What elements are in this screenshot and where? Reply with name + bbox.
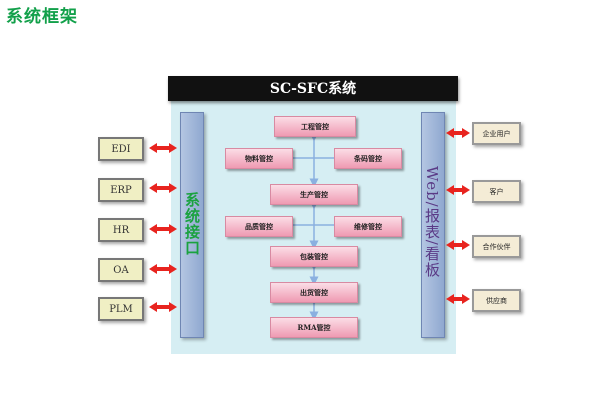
arrow-partners xyxy=(446,240,470,250)
arrow-erp xyxy=(149,183,177,193)
module-packaging: 包装管控 xyxy=(270,246,358,267)
module-quality: 品质管控 xyxy=(225,216,293,237)
module-production: 生产管控 xyxy=(270,184,358,205)
external-system-oa: OA xyxy=(98,258,144,282)
module-barcode: 条码管控 xyxy=(334,148,402,169)
external-system-erp: ERP xyxy=(98,178,144,202)
arrow-hr xyxy=(149,224,177,234)
arrow-edi xyxy=(149,143,177,153)
left-interface-label: 系统接口 xyxy=(183,192,201,256)
arrow-suppliers xyxy=(446,294,470,304)
module-engineering: 工程管控 xyxy=(274,116,356,137)
arrow-oa xyxy=(149,264,177,274)
external-party-enterprise-users: 企业用户 xyxy=(472,122,521,145)
arrow-enterprise-users xyxy=(446,128,470,138)
external-system-plm: PLM xyxy=(98,297,144,321)
module-rma: RMA管控 xyxy=(270,317,358,338)
external-party-customers: 客户 xyxy=(472,180,521,203)
external-system-edi: EDI xyxy=(98,137,144,161)
external-party-suppliers: 供应商 xyxy=(472,289,521,312)
system-header xyxy=(168,76,458,101)
left-interface-bar xyxy=(180,112,204,338)
arrow-customers xyxy=(446,185,470,195)
module-maintenance: 维修管控 xyxy=(334,216,402,237)
module-material: 物料管控 xyxy=(225,148,293,169)
right-interface-label: Web/报表/看板 xyxy=(423,166,441,278)
arrow-plm xyxy=(149,302,177,312)
external-system-hr: HR xyxy=(98,218,144,242)
system-header-title: SC-SFC系统 xyxy=(269,81,357,97)
external-party-partners: 合作伙伴 xyxy=(472,235,521,258)
right-interface-bar xyxy=(421,112,445,338)
page-title: 系统框架 xyxy=(6,7,78,27)
module-shipping: 出货管控 xyxy=(270,282,358,303)
